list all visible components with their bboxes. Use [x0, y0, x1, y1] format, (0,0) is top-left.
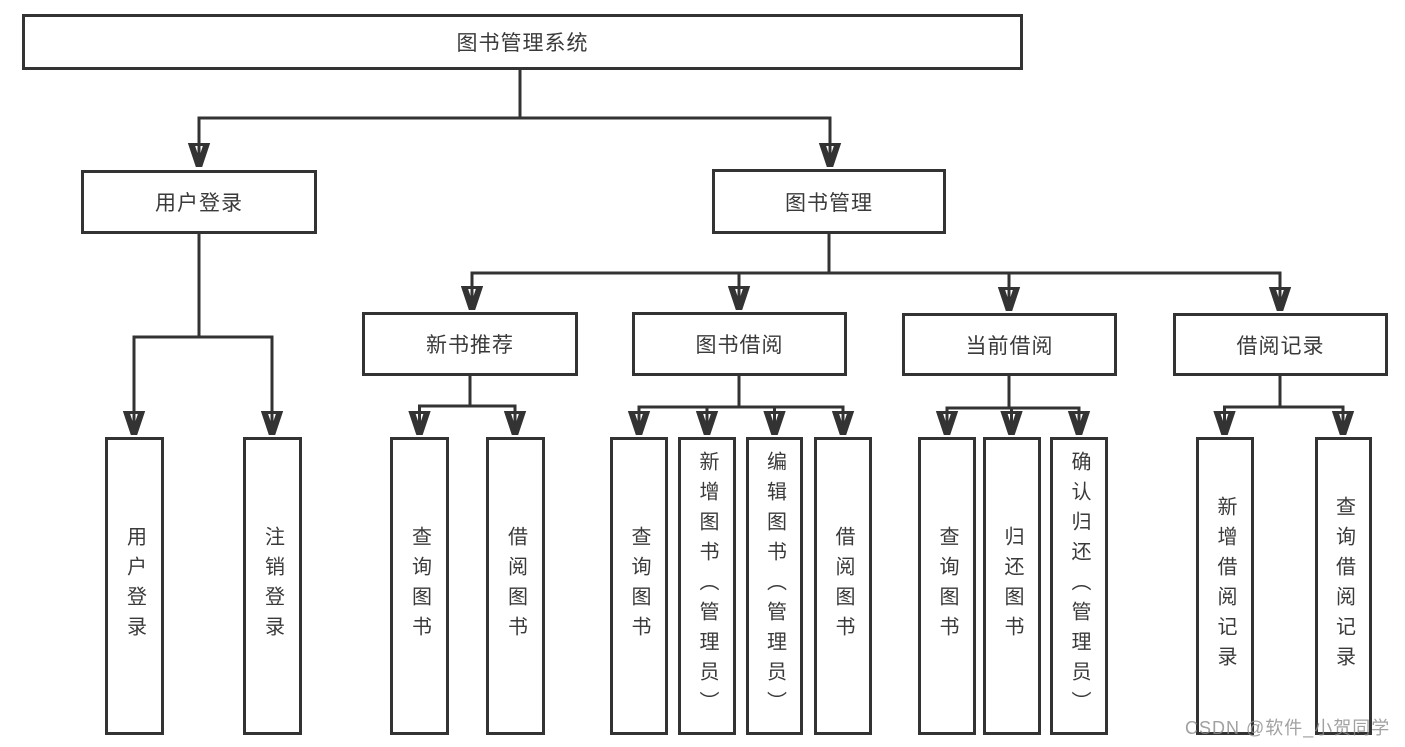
leaf-return-books: 归还图书	[983, 437, 1041, 735]
leaf-borrowing-borrow-books: 借阅图书	[814, 437, 872, 735]
node-book-management: 图书管理	[712, 169, 946, 234]
leaf-add-book-admin: 新增图书（管理员）	[678, 437, 736, 735]
leaf-user-login: 用户登录	[105, 437, 164, 735]
node-user-login: 用户登录	[81, 170, 317, 234]
node-user-login-label: 用户登录	[155, 192, 243, 215]
leaf-borrowing-query-books-label: 查询图书	[628, 526, 650, 646]
node-borrowing-records-label: 借阅记录	[1236, 334, 1325, 358]
leaf-recommend-borrow-books: 借阅图书	[486, 437, 545, 735]
node-book-borrowing: 图书借阅	[632, 312, 847, 376]
node-new-book-recommend: 新书推荐	[362, 312, 578, 376]
leaf-query-borrow-record: 查询借阅记录	[1315, 437, 1372, 735]
csdn-watermark: CSDN @软件_小贺同学	[1185, 718, 1391, 738]
node-library-system-label: 图书管理系统	[456, 32, 589, 55]
leaf-add-borrow-record: 新增借阅记录	[1196, 437, 1254, 735]
leaf-edit-book-admin: 编辑图书（管理员）	[746, 437, 803, 735]
node-book-borrowing-label: 图书借阅	[695, 334, 784, 357]
leaf-borrowing-borrow-books-label: 借阅图书	[832, 526, 854, 646]
leaf-recommend-query-books: 查询图书	[390, 437, 449, 735]
leaf-logout: 注销登录	[243, 437, 302, 735]
leaf-current-query-books-label: 查询图书	[936, 526, 958, 646]
leaf-recommend-query-books-label: 查询图书	[408, 526, 431, 646]
leaf-borrowing-query-books: 查询图书	[610, 437, 668, 735]
leaf-logout-label: 注销登录	[261, 526, 284, 646]
node-library-system: 图书管理系统	[22, 14, 1023, 70]
node-current-borrowing-label: 当前借阅	[965, 334, 1054, 358]
leaf-confirm-return-admin: 确认归还（管理员）	[1050, 437, 1108, 735]
leaf-return-books-label: 归还图书	[1001, 526, 1023, 646]
leaf-user-login-label: 用户登录	[123, 526, 146, 646]
leaf-add-borrow-record-label: 新增借阅记录	[1214, 496, 1236, 676]
leaf-current-query-books: 查询图书	[918, 437, 976, 735]
node-new-book-recommend-label: 新书推荐	[426, 334, 514, 357]
leaf-recommend-borrow-books-label: 借阅图书	[504, 526, 527, 646]
leaf-add-book-admin-label: 新增图书（管理员）	[696, 451, 718, 721]
node-borrowing-records: 借阅记录	[1173, 313, 1388, 376]
node-current-borrowing: 当前借阅	[902, 313, 1117, 376]
node-book-management-label: 图书管理	[785, 191, 873, 215]
leaf-confirm-return-admin-label: 确认归还（管理员）	[1068, 451, 1090, 721]
leaf-edit-book-admin-label: 编辑图书（管理员）	[763, 451, 786, 721]
leaf-query-borrow-record-label: 查询借阅记录	[1332, 496, 1355, 676]
